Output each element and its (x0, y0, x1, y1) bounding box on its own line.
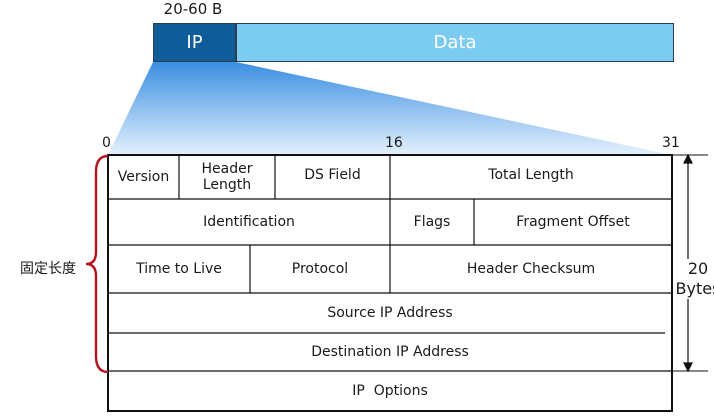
field-version: Version (117, 169, 170, 185)
field-protocol: Protocol (291, 261, 349, 277)
field-source-ip: Source IP Address (327, 305, 453, 321)
column-lines (178, 155, 475, 293)
fixed-length-label: 固定长度 (20, 261, 76, 277)
packet-size-label: 20-60 B (163, 0, 223, 18)
expansion-fan (108, 62, 672, 155)
field-identification: Identification (203, 214, 295, 230)
ip-segment: IP (153, 23, 236, 62)
field-fragment-offset: Fragment Offset (516, 214, 630, 230)
data-segment-label: Data (433, 32, 477, 53)
bytes-number: 20 (687, 259, 709, 278)
field-header-length: Header Length (179, 155, 275, 199)
bytes-guide-lines (672, 154, 708, 372)
bytes-unit: Bytes (675, 279, 714, 298)
bit-marker-middle: 16 (385, 135, 403, 151)
field-destination-ip: Destination IP Address (311, 344, 469, 360)
field-header-length-line1: Header (201, 161, 253, 177)
ip-segment-label: IP (186, 32, 203, 53)
field-ttl: Time to Live (136, 261, 222, 277)
bytes-size-label: 20 Bytes (673, 259, 714, 299)
field-header-length-line2: Length (202, 177, 252, 193)
field-header-checksum: Header Checksum (466, 261, 596, 277)
field-total-length: Total Length (488, 167, 574, 183)
fixed-length-brace (85, 154, 109, 374)
field-ip-options: IP Options (352, 383, 428, 399)
field-ds: DS Field (304, 167, 361, 183)
bit-marker-start: 0 (102, 135, 111, 151)
data-segment: Data (236, 23, 674, 62)
bit-marker-end: 31 (662, 135, 680, 151)
field-flags: Flags (413, 214, 451, 230)
